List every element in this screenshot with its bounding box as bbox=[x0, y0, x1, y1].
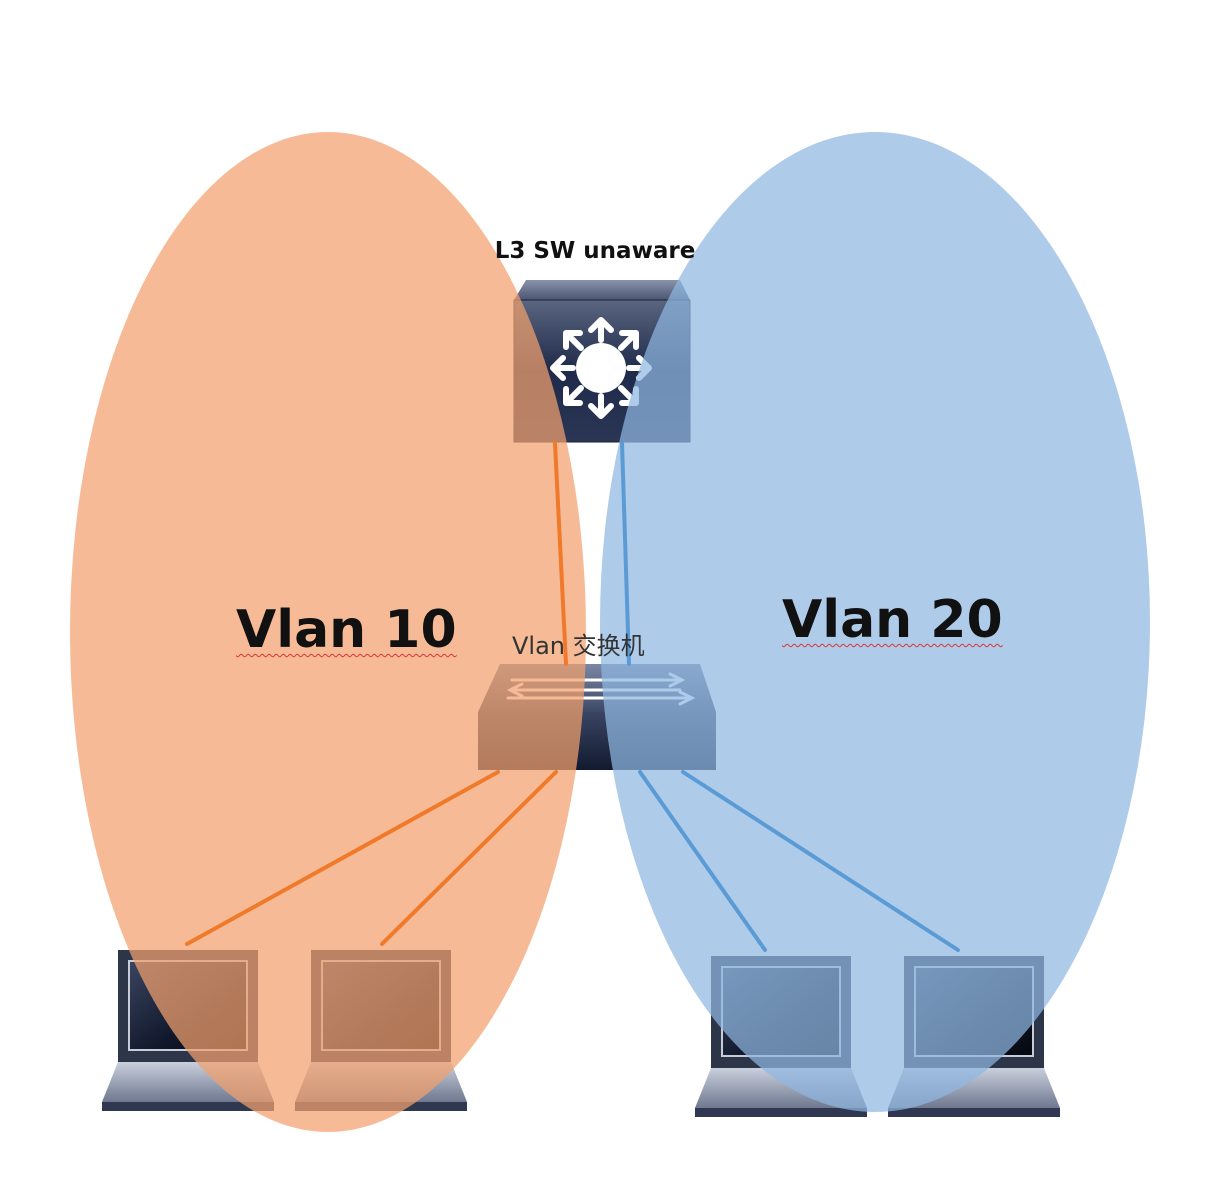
vlan10-zone bbox=[70, 132, 586, 1132]
vlan20-links bbox=[620, 441, 960, 952]
vlan-switch-label: Vlan 交换机 bbox=[512, 632, 645, 660]
uplink-vlan20 bbox=[620, 441, 631, 666]
vlan20-label: Vlan 20 bbox=[782, 590, 1003, 650]
link-laptop-1 bbox=[185, 770, 500, 946]
l3-switch-label: L3 SW unaware bbox=[494, 238, 696, 264]
vlan10-links bbox=[185, 441, 568, 946]
vlan20-zone bbox=[600, 132, 1150, 1112]
uplink-vlan10 bbox=[553, 441, 568, 666]
link-laptop-3 bbox=[638, 770, 767, 952]
link-laptop-2 bbox=[380, 770, 558, 946]
vlan10-label: Vlan 10 bbox=[236, 600, 457, 660]
multilayer-arrows-icon bbox=[550, 317, 652, 419]
link-laptop-4 bbox=[681, 770, 960, 952]
